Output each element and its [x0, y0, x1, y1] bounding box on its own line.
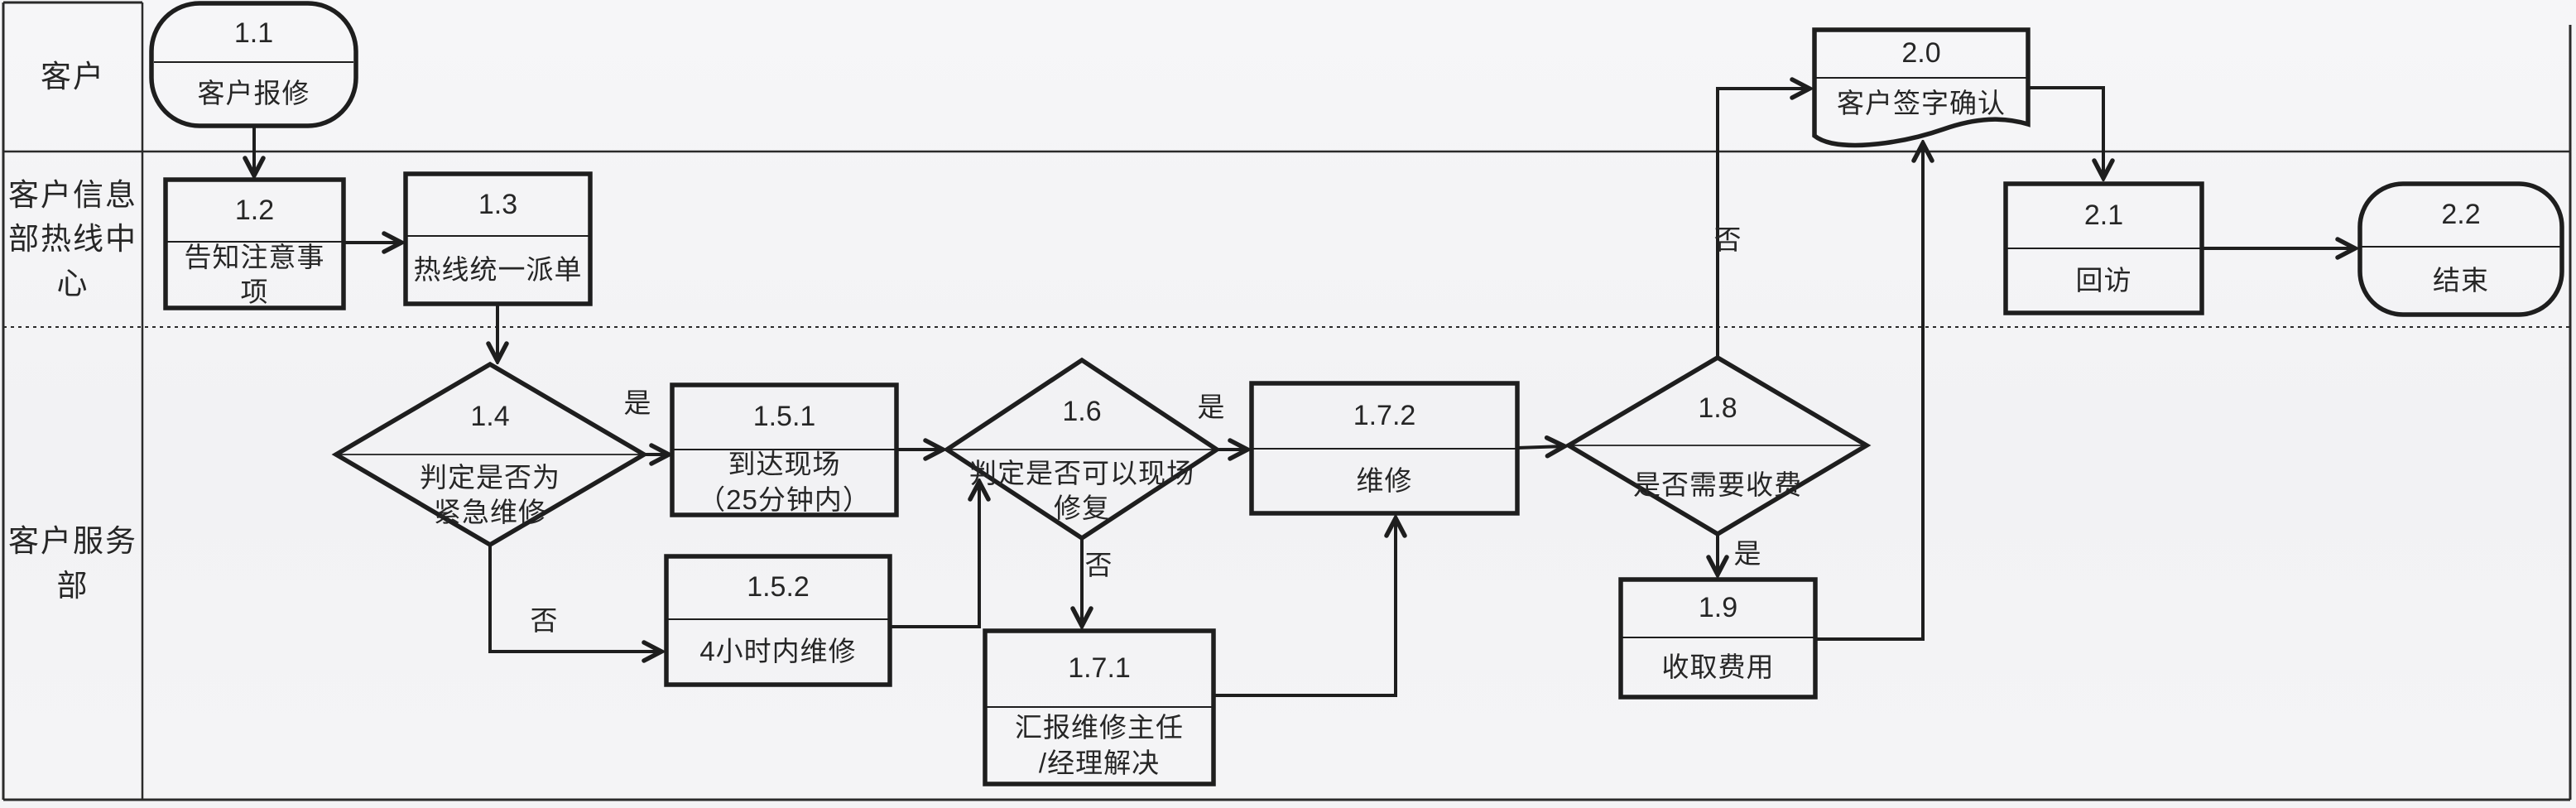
node-1-1-shape	[149, 1, 358, 128]
node-1-5-2-shape	[664, 554, 892, 687]
edge-1-8-no-to-2-0	[1716, 89, 1809, 358]
node-shapes	[149, 1, 2564, 786]
node-1-7-2-code: 1.7.2	[1353, 399, 1416, 431]
node-1-2-label: 告知注意事 项	[184, 241, 325, 307]
node-1-7-2-label: 维修	[1356, 464, 1413, 496]
edge-label-1-4-yes: 是	[623, 387, 651, 418]
lane-label-customer-service: 客户服务 部	[8, 523, 137, 603]
edge-1-7-2-to-1-8	[1516, 446, 1564, 448]
node-2-0-code: 2.0	[1901, 37, 1941, 70]
connectors	[254, 86, 2355, 697]
edge-2-0-to-2-1	[2028, 86, 2103, 178]
node-2-2-shape	[2357, 181, 2564, 317]
edge-1-9-to-2-0	[1815, 143, 1923, 641]
node-1-2-code: 1.2	[234, 194, 275, 226]
node-1-4-code: 1.4	[470, 400, 510, 432]
node-1-3-label: 热线统一派单	[413, 253, 583, 285]
node-1-6-code: 1.6	[1062, 395, 1102, 427]
node-1-5-1-code: 1.5.1	[752, 401, 816, 433]
node-1-8-code: 1.8	[1698, 392, 1737, 425]
edge-label-1-6-no: 否	[1084, 549, 1113, 580]
node-2-2-code: 2.2	[2441, 199, 2481, 231]
node-1-3-shape	[403, 171, 593, 306]
edge-label-1-4-no: 否	[530, 604, 558, 636]
node-2-1-code: 2.1	[2083, 200, 2124, 232]
node-1-4-label: 判定是否为 紧急维修	[420, 461, 560, 527]
node-2-0-label: 客户签字确认	[1837, 87, 2006, 118]
edge-1-4-no-to-1-5-2	[488, 545, 661, 652]
node-1-2-shape	[163, 177, 346, 310]
node-1-8-shape	[1564, 354, 1872, 537]
node-1-3-code: 1.3	[478, 188, 518, 220]
node-1-7-1-code: 1.7.1	[1068, 652, 1131, 685]
node-2-1-label: 回访	[2075, 264, 2132, 296]
edge-label-1-8-no: 否	[1713, 224, 1742, 255]
node-1-1-label: 客户报修	[197, 78, 310, 109]
lane-label-customer: 客户	[41, 60, 105, 94]
edge-label-1-6-yes: 是	[1197, 391, 1225, 422]
node-1-6-label: 判定是否可以现场 修复	[969, 457, 1194, 523]
edge-label-1-8-yes: 是	[1733, 537, 1761, 569]
edge-1-7-1-to-1-7-2	[1214, 518, 1396, 697]
node-1-1-code: 1.1	[233, 17, 274, 49]
node-2-2-label: 结束	[2433, 264, 2489, 296]
node-1-9-code: 1.9	[1698, 592, 1738, 624]
node-1-6-shape	[943, 357, 1221, 541]
node-1-5-1-label: 到达现场 （25分钟内）	[698, 449, 871, 515]
node-1-5-2-code: 1.5.2	[747, 571, 810, 604]
node-1-8-label: 是否需要收费	[1633, 469, 1802, 500]
edge-1-5-2-to-1-6	[890, 482, 979, 628]
node-1-7-1-label: 汇报维修主任 /经理解决	[1015, 712, 1184, 778]
node-1-9-label: 收取费用	[1661, 651, 1775, 682]
node-1-5-2-label: 4小时内维修	[699, 636, 857, 667]
node-1-4-shape	[331, 361, 649, 548]
node-2-0-shape	[1812, 27, 2031, 148]
lane-label-hotline-center: 客户信息 部热线中 心	[8, 177, 137, 301]
